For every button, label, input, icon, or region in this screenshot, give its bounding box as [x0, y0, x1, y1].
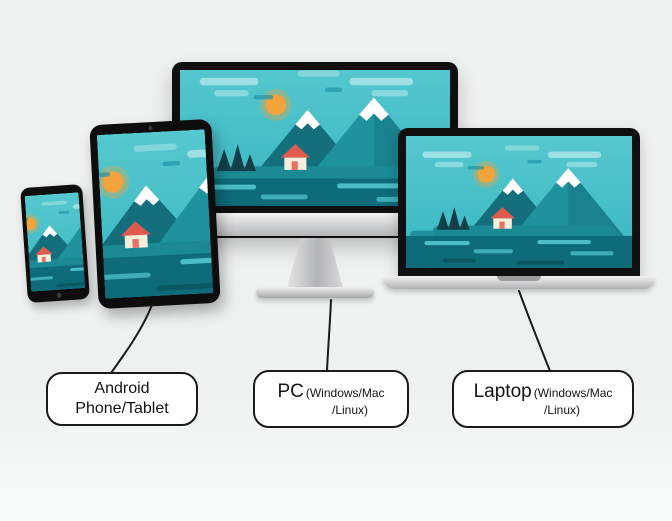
- connector-line-laptop: [518, 290, 551, 372]
- laptop-icon: [398, 128, 640, 276]
- android-phone-icon: [20, 183, 90, 304]
- label-laptop-sub1: (Windows/Mac: [533, 386, 613, 400]
- label-pc: PC (Windows/Mac /Linux): [253, 370, 409, 428]
- tablet-screen: [97, 129, 213, 298]
- android-tablet-icon: [89, 118, 221, 310]
- laptop-base: [383, 276, 655, 289]
- landscape-wallpaper: [406, 136, 632, 268]
- connector-line-pc: [326, 299, 332, 372]
- monitor-stand-neck: [287, 238, 343, 288]
- laptop-screen: [406, 136, 632, 268]
- monitor-chin: [176, 213, 454, 236]
- label-pc-row: PC (Windows/Mac: [277, 381, 384, 403]
- landscape-wallpaper: [25, 192, 86, 292]
- connector-line-tablet: [110, 304, 153, 374]
- label-laptop-row: Laptop (Windows/Mac: [474, 381, 613, 403]
- label-pc-main: PC: [277, 381, 304, 402]
- tablet-camera-dot: [148, 126, 153, 131]
- monitor-stand-base: [256, 287, 374, 298]
- landscape-wallpaper: [97, 129, 213, 298]
- label-pc-sub1: (Windows/Mac: [305, 386, 385, 400]
- label-laptop-sub2: /Linux): [543, 403, 581, 417]
- label-android-phone-tablet: Android Phone/Tablet: [46, 372, 198, 426]
- label-android-line1: Android: [94, 380, 150, 397]
- phone-screen: [25, 192, 86, 292]
- laptop-hinge-notch: [497, 276, 541, 281]
- phone-home-button: [55, 292, 62, 299]
- label-android-line2: Phone/Tablet: [75, 400, 169, 417]
- label-laptop-main: Laptop: [473, 381, 532, 402]
- label-laptop: Laptop (Windows/Mac /Linux): [452, 370, 634, 428]
- label-pc-sub2: /Linux): [331, 403, 369, 417]
